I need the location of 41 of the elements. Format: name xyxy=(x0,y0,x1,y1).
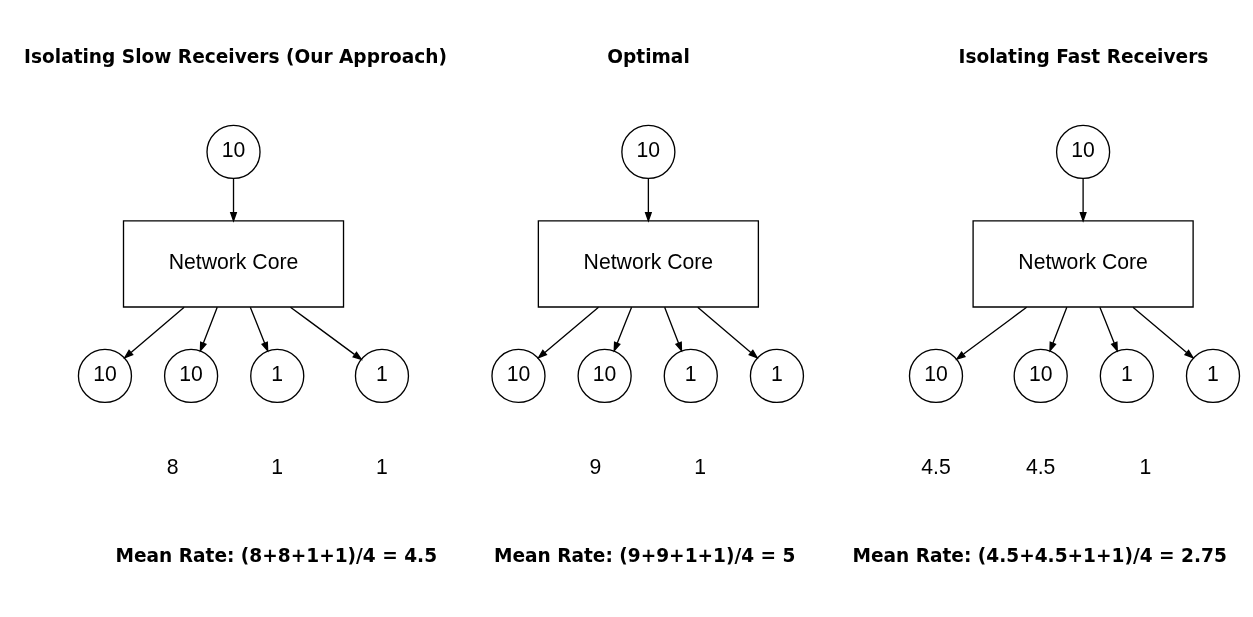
node-box: Network Core xyxy=(122,219,345,308)
label: 9 xyxy=(589,454,602,478)
label: Optimal xyxy=(607,45,690,67)
node-circle: 1 xyxy=(1099,348,1154,403)
arrow xyxy=(644,177,653,223)
arrow xyxy=(123,306,185,359)
label: 4.5 xyxy=(921,454,951,478)
arrow xyxy=(537,306,600,359)
node-circle: 1 xyxy=(250,348,305,403)
arrow xyxy=(1099,306,1118,352)
label: 4.5 xyxy=(1025,454,1056,478)
arrow xyxy=(289,306,363,361)
node-circle: 10 xyxy=(1055,124,1111,179)
arrow xyxy=(249,306,269,352)
node-circle: 10 xyxy=(206,124,261,179)
node-circle: 10 xyxy=(163,348,219,403)
node-circle: 10 xyxy=(621,124,676,179)
arrow xyxy=(613,306,633,352)
label: 1 xyxy=(376,454,388,478)
arrow xyxy=(664,306,683,352)
arrow xyxy=(1049,306,1068,352)
node-box: Network Core xyxy=(972,219,1194,308)
node-circle: 1 xyxy=(663,348,718,403)
arrow xyxy=(1132,306,1195,359)
label: Isolating Fast Receivers xyxy=(958,45,1209,67)
label: 1 xyxy=(694,454,706,478)
label: Isolating Slow Receivers (Our Approach) xyxy=(24,45,447,67)
arrow xyxy=(955,306,1028,360)
arrow xyxy=(1079,177,1087,223)
label: 1 xyxy=(1139,454,1152,478)
label: Mean Rate: (9+9+1+1)/4 = 5 xyxy=(493,544,796,566)
label: Mean Rate: (4.5+4.5+1+1)/4 = 2.75 xyxy=(852,544,1227,566)
node-circle: 10 xyxy=(577,348,632,403)
label: 8 xyxy=(166,454,179,478)
arrow xyxy=(697,306,759,359)
label: 1 xyxy=(271,454,284,478)
arrow xyxy=(199,306,218,352)
node-circle: 10 xyxy=(1013,348,1068,403)
arrow xyxy=(229,177,238,223)
node-box: Network Core xyxy=(537,219,760,308)
label: Mean Rate: (8+8+1+1)/4 = 4.5 xyxy=(115,544,438,566)
